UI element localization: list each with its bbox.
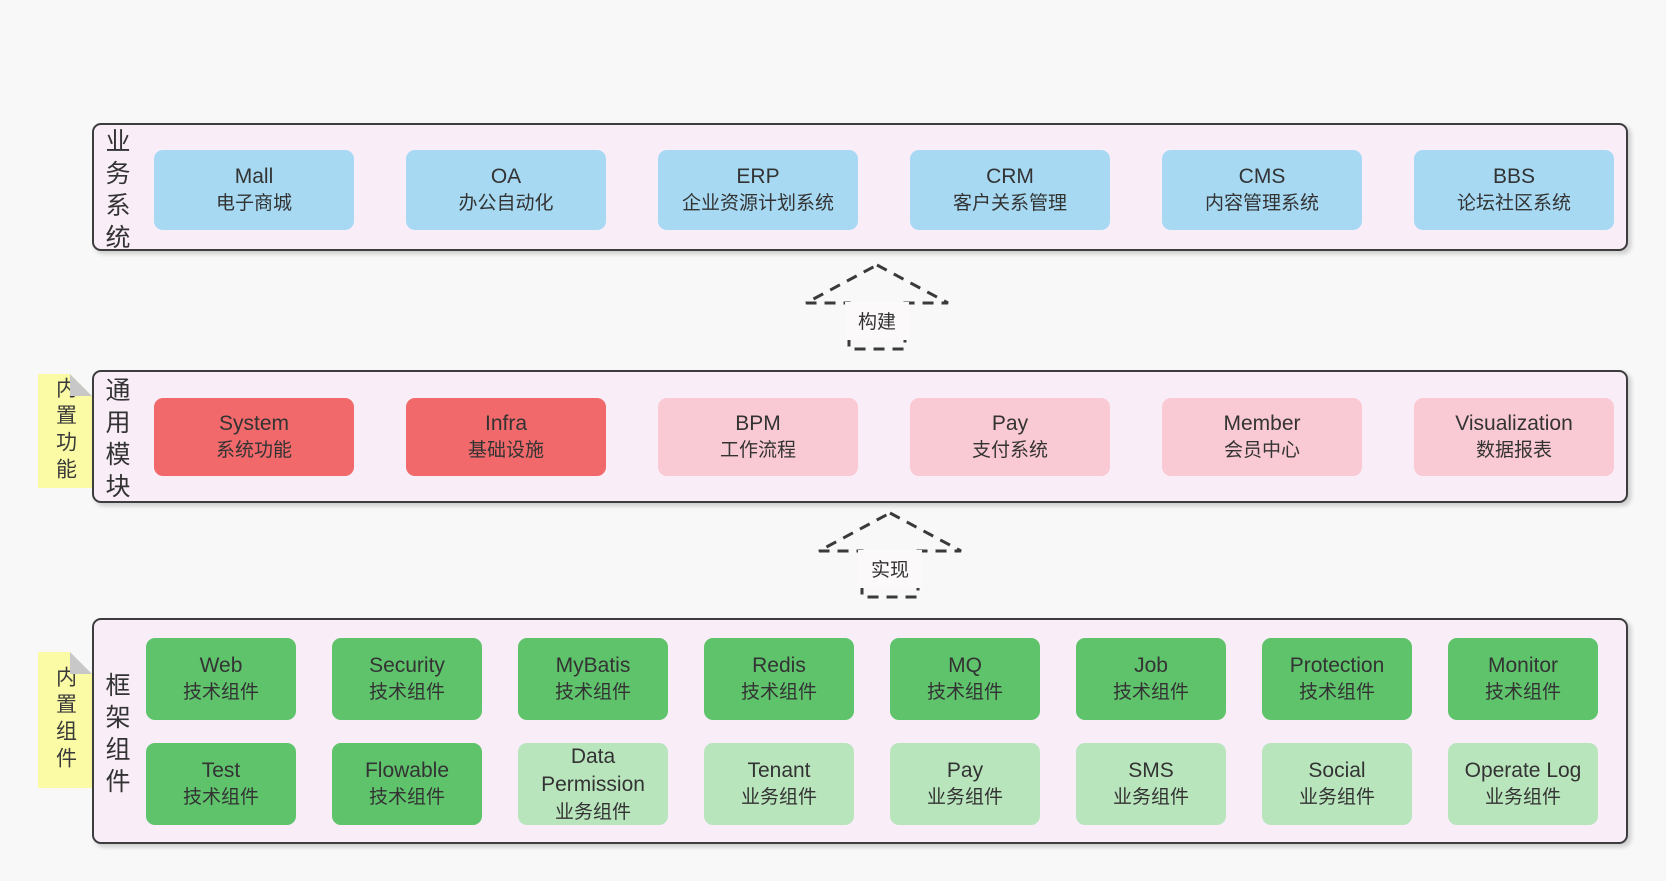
box-subtitle: 基础设施	[467, 440, 544, 462]
box-title: Pay	[946, 759, 984, 782]
box-title: Monitor	[1487, 654, 1559, 677]
box-title: Pay	[991, 412, 1029, 435]
sticky-built-in-components: 内置组件	[38, 652, 92, 788]
box-subtitle: 技术组件	[182, 682, 259, 704]
box-subtitle: 论坛社区系统	[1456, 193, 1571, 215]
box-subtitle: 业务组件	[740, 787, 817, 809]
box-title: System	[218, 412, 289, 435]
box-title: Operate Log	[1464, 759, 1582, 782]
box-title: Mall	[234, 165, 274, 188]
box-subtitle: 数据报表	[1475, 440, 1552, 462]
box-redis: Redis 技术组件	[704, 638, 854, 720]
box-title: Social	[1308, 759, 1366, 782]
box-subtitle: 技术组件	[368, 682, 445, 704]
box-title: Web	[199, 654, 243, 677]
box-title: Member	[1223, 412, 1301, 435]
box-subtitle: 技术组件	[182, 787, 259, 809]
box-subtitle: 办公自动化	[458, 193, 554, 215]
box-subtitle: 技术组件	[1112, 682, 1189, 704]
box-erp: ERP 企业资源计划系统	[658, 150, 858, 230]
box-subtitle: 系统功能	[215, 440, 292, 462]
box-subtitle: 业务组件	[926, 787, 1003, 809]
box-mybatis: MyBatis 技术组件	[518, 638, 668, 720]
box-title: BBS	[1492, 165, 1536, 188]
box-bpm: BPM 工作流程	[658, 398, 858, 476]
sticky-built-in-features: 内置功能	[38, 374, 92, 488]
box-title: Redis	[752, 654, 806, 677]
box-subtitle: 业务组件	[554, 801, 631, 823]
box-title: CMS	[1238, 165, 1286, 188]
box-oa: OA 办公自动化	[406, 150, 606, 230]
box-title: Data Permission	[541, 744, 645, 797]
box-cms: CMS 内容管理系统	[1162, 150, 1362, 230]
box-subtitle: 技术组件	[1484, 682, 1561, 704]
box-system: System 系统功能	[154, 398, 354, 476]
box-subtitle: 业务组件	[1484, 787, 1561, 809]
box-subtitle: 企业资源计划系统	[681, 193, 834, 215]
box-subtitle: 客户关系管理	[952, 193, 1067, 215]
box-title: Test	[201, 759, 241, 782]
box-subtitle: 技术组件	[740, 682, 817, 704]
build-arrow-icon: 构建	[805, 263, 949, 351]
box-monitor: Monitor 技术组件	[1448, 638, 1598, 720]
box-subtitle: 业务组件	[1112, 787, 1189, 809]
box-title: Security	[369, 654, 445, 677]
box-subtitle: 技术组件	[1298, 682, 1375, 704]
box-title: SMS	[1128, 759, 1174, 782]
box-title: Tenant	[747, 759, 811, 782]
box-title: Job	[1134, 654, 1168, 677]
box-security: Security 技术组件	[332, 638, 482, 720]
box-protection: Protection 技术组件	[1262, 638, 1412, 720]
box-pay-component: Pay 业务组件	[890, 743, 1040, 825]
box-test: Test 技术组件	[146, 743, 296, 825]
box-tenant: Tenant 业务组件	[704, 743, 854, 825]
box-title: BPM	[735, 412, 781, 435]
box-subtitle: 内容管理系统	[1204, 193, 1319, 215]
box-operate-log: Operate Log 业务组件	[1448, 743, 1598, 825]
box-visualization: Visualization 数据报表	[1414, 398, 1614, 476]
box-member: Member 会员中心	[1162, 398, 1362, 476]
sticky-label: 内置功能	[53, 377, 77, 485]
box-subtitle: 工作流程	[719, 440, 796, 462]
layer-label-framework-components: 框架组件	[102, 672, 130, 800]
implement-arrow-label: 实现	[871, 559, 909, 581]
layer-label-business-systems: 业务系统	[102, 128, 130, 256]
box-mall: Mall 电子商城	[154, 150, 354, 230]
build-arrow-label: 构建	[858, 311, 896, 333]
box-subtitle: 支付系统	[971, 440, 1048, 462]
box-crm: CRM 客户关系管理	[910, 150, 1110, 230]
box-flowable: Flowable 技术组件	[332, 743, 482, 825]
box-infra: Infra 基础设施	[406, 398, 606, 476]
box-title: CRM	[986, 165, 1034, 188]
box-job: Job 技术组件	[1076, 638, 1226, 720]
box-title: ERP	[736, 165, 780, 188]
box-subtitle: 电子商城	[215, 193, 292, 215]
box-web: Web 技术组件	[146, 638, 296, 720]
layer-label-common-modules: 通用模块	[102, 377, 130, 505]
box-subtitle: 会员中心	[1223, 440, 1300, 462]
implement-arrow-icon: 实现	[818, 511, 962, 599]
box-subtitle: 技术组件	[554, 682, 631, 704]
box-title: Protection	[1289, 654, 1385, 677]
box-title: OA	[490, 165, 522, 188]
box-title: MQ	[948, 654, 982, 677]
box-title: MyBatis	[555, 654, 631, 677]
sticky-label: 内置组件	[53, 666, 77, 774]
box-subtitle: 业务组件	[1298, 787, 1375, 809]
box-bbs: BBS 论坛社区系统	[1414, 150, 1614, 230]
box-title: Flowable	[364, 759, 450, 782]
box-social: Social 业务组件	[1262, 743, 1412, 825]
box-pay-module: Pay 支付系统	[910, 398, 1110, 476]
box-mq: MQ 技术组件	[890, 638, 1040, 720]
box-title: Infra	[484, 412, 528, 435]
box-data-permission: Data Permission 业务组件	[518, 743, 668, 825]
box-subtitle: 技术组件	[926, 682, 1003, 704]
box-sms: SMS 业务组件	[1076, 743, 1226, 825]
box-title: Visualization	[1455, 412, 1573, 435]
box-subtitle: 技术组件	[368, 787, 445, 809]
